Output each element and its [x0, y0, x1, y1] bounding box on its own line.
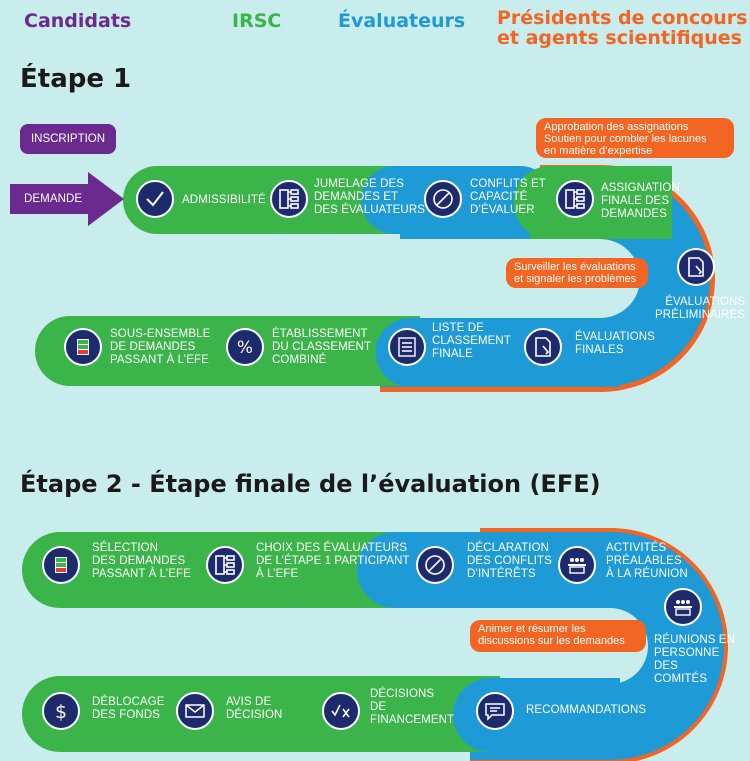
- step-admissibilite: ADMISSIBILITÉ: [182, 194, 266, 206]
- prohibited-icon: [416, 546, 454, 584]
- meeting-icon: [664, 588, 702, 626]
- demande-arrow: [10, 172, 124, 226]
- stage1-title: Étape 1: [20, 64, 132, 94]
- step-eval-finales: ÉVALUATIONS FINALES: [575, 331, 655, 356]
- step-reunions: RÉUNIONS EN PERSONNE DES COMITÉS: [654, 634, 735, 685]
- step-declaration: DÉCLARATION DES CONFLITS D’INTÉRÊTS: [467, 542, 552, 580]
- stage2-track-blue-top: [357, 532, 560, 608]
- meeting-icon: [558, 546, 596, 584]
- step-classement: ÉTABLISSEMENT DU CLASSEMENT COMBINÉ: [272, 328, 372, 366]
- dollar-icon: $: [42, 692, 80, 730]
- step-assignation: ASSIGNATION FINALE DES DEMANDES: [601, 182, 680, 220]
- step-deblocage: DÉBLOCAGE DES FONDS: [92, 696, 165, 721]
- svg-text:%: %: [237, 338, 253, 358]
- hierarchy-icon: [556, 180, 594, 218]
- legend-irsc: IRSC: [232, 10, 282, 32]
- bar-chart-icon: [42, 546, 80, 584]
- step-conflits: CONFLITS ET CAPACITÉ D’ÉVALUER: [470, 178, 546, 216]
- step-eval-prelim: ÉVALUATIONS PRÉLIMINAIRES: [655, 296, 746, 321]
- stage2-title: Étape 2 - Étape finale de l’évaluation (…: [20, 470, 601, 498]
- speech-bubble-icon: [476, 692, 514, 730]
- document-icon: [677, 248, 715, 286]
- legend-presidents: Présidents de concours et agents scienti…: [497, 7, 748, 49]
- percent-icon: %: [226, 328, 264, 366]
- check-cross-icon: [322, 692, 360, 730]
- step-sous-ensemble: SOUS-ENSEMBLE DE DEMANDES PASSANT À L’EF…: [110, 328, 211, 366]
- note-approbation: Approbation des assignations Soutien pou…: [536, 118, 734, 158]
- step-activites: ACTIVITÉS PRÉALABLES À LA RÉUNION: [606, 542, 688, 580]
- step-recommandations: RECOMMANDATIONS: [526, 704, 647, 716]
- svg-text:$: $: [55, 701, 67, 723]
- document-icon: [524, 328, 562, 366]
- step-liste: LISTE DE CLASSEMENT FINALE: [432, 322, 511, 360]
- envelope-icon: [176, 692, 214, 730]
- step-jumelage: JUMELAGE DES DEMANDES ET DES ÉVALUATEURS: [314, 178, 425, 216]
- hierarchy-icon: [270, 180, 308, 218]
- note-animer: Animer et résumer les discussions sur le…: [470, 620, 646, 652]
- demande-label: DEMANDE: [24, 193, 83, 205]
- check-icon: [136, 180, 174, 218]
- step-decisions: DÉCISIONS DE FINANCEMENT: [370, 688, 455, 726]
- prohibited-icon: [424, 180, 462, 218]
- stage1-track-blue-bottom: [375, 318, 620, 387]
- ranked-list-icon: [388, 328, 426, 366]
- hierarchy-icon: [206, 546, 244, 584]
- stage2-track-green-bottom: [22, 676, 500, 752]
- bar-chart-icon: [64, 328, 102, 366]
- legend-candidats: Candidats: [24, 10, 132, 32]
- note-surveiller: Surveiller les évaluations et signaler l…: [506, 258, 648, 288]
- inscription-box: INSCRIPTION: [20, 124, 116, 154]
- step-choix: CHOIX DES ÉVALUATEURS DE L’ÉTAPE 1 PARTI…: [256, 542, 410, 580]
- step-avis: AVIS DE DÉCISION: [226, 696, 283, 721]
- step-selection: SÉLECTION DES DEMANDES PASSANT À L’EFE: [92, 542, 191, 580]
- legend-evaluateurs: Évaluateurs: [338, 10, 466, 32]
